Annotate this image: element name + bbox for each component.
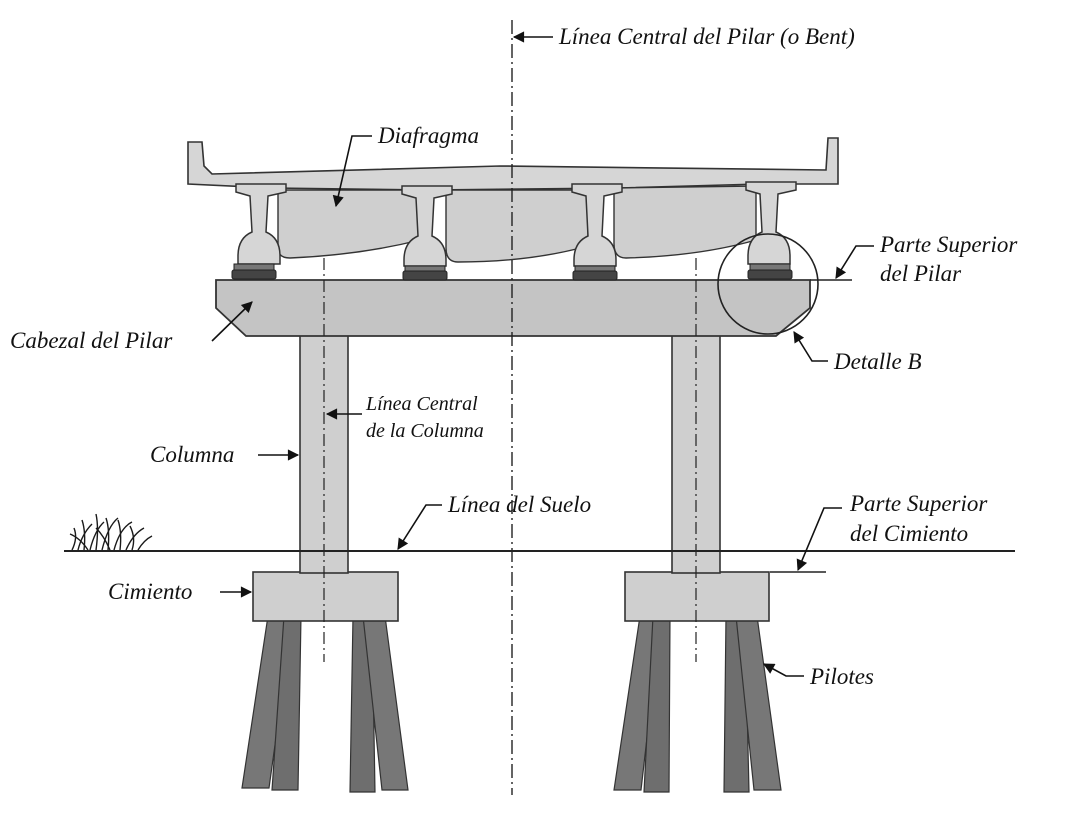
detail-b-circle (717, 233, 819, 335)
bearing (402, 265, 448, 281)
label-column: Columna (150, 442, 234, 467)
girder (235, 183, 287, 265)
bearing (747, 263, 793, 280)
leader-ground-line (397, 504, 442, 550)
label-footing: Cimiento (108, 579, 192, 604)
footing-right (624, 571, 770, 622)
label-ground-line: Línea del Suelo (447, 492, 591, 517)
label-footing-top-line1: Parte Superior (849, 491, 988, 516)
label-detail-b: Detalle B (833, 349, 922, 374)
leader-piles (763, 663, 804, 677)
label-footing-top-line2: del Cimiento (850, 521, 968, 546)
girder (401, 185, 453, 267)
diaphragm-panel (277, 189, 421, 259)
label-column-centerline-line2: de la Columna (366, 420, 484, 442)
pier-cap (215, 279, 811, 337)
leader-detail-b (793, 331, 828, 362)
bearing (231, 263, 277, 280)
leader-footing-top (796, 507, 842, 572)
piles-right (613, 615, 782, 793)
label-piles: Pilotes (809, 664, 874, 689)
leader-pier-cap (211, 301, 253, 342)
label-pier-top-line1: Parte Superior (879, 232, 1018, 257)
label-diaphragm: Diafragma (377, 123, 479, 148)
label-column-centerline-line1: Línea Central (365, 393, 478, 415)
label-pier-cap: Cabezal del Pilar (10, 328, 173, 353)
bearing (572, 265, 618, 281)
label-pier-top-line2: del Pilar (880, 261, 962, 286)
deck-slab (187, 137, 839, 191)
leader-pier-top (835, 245, 874, 279)
leader-diaphragm (332, 135, 372, 208)
label-pier-centerline: Línea Central del Pilar (o Bent) (558, 24, 855, 49)
girder (571, 183, 623, 267)
grass-tuft (69, 513, 153, 551)
diaphragm-panel (445, 189, 589, 263)
piles-left (241, 615, 409, 793)
footing-left (252, 571, 399, 622)
